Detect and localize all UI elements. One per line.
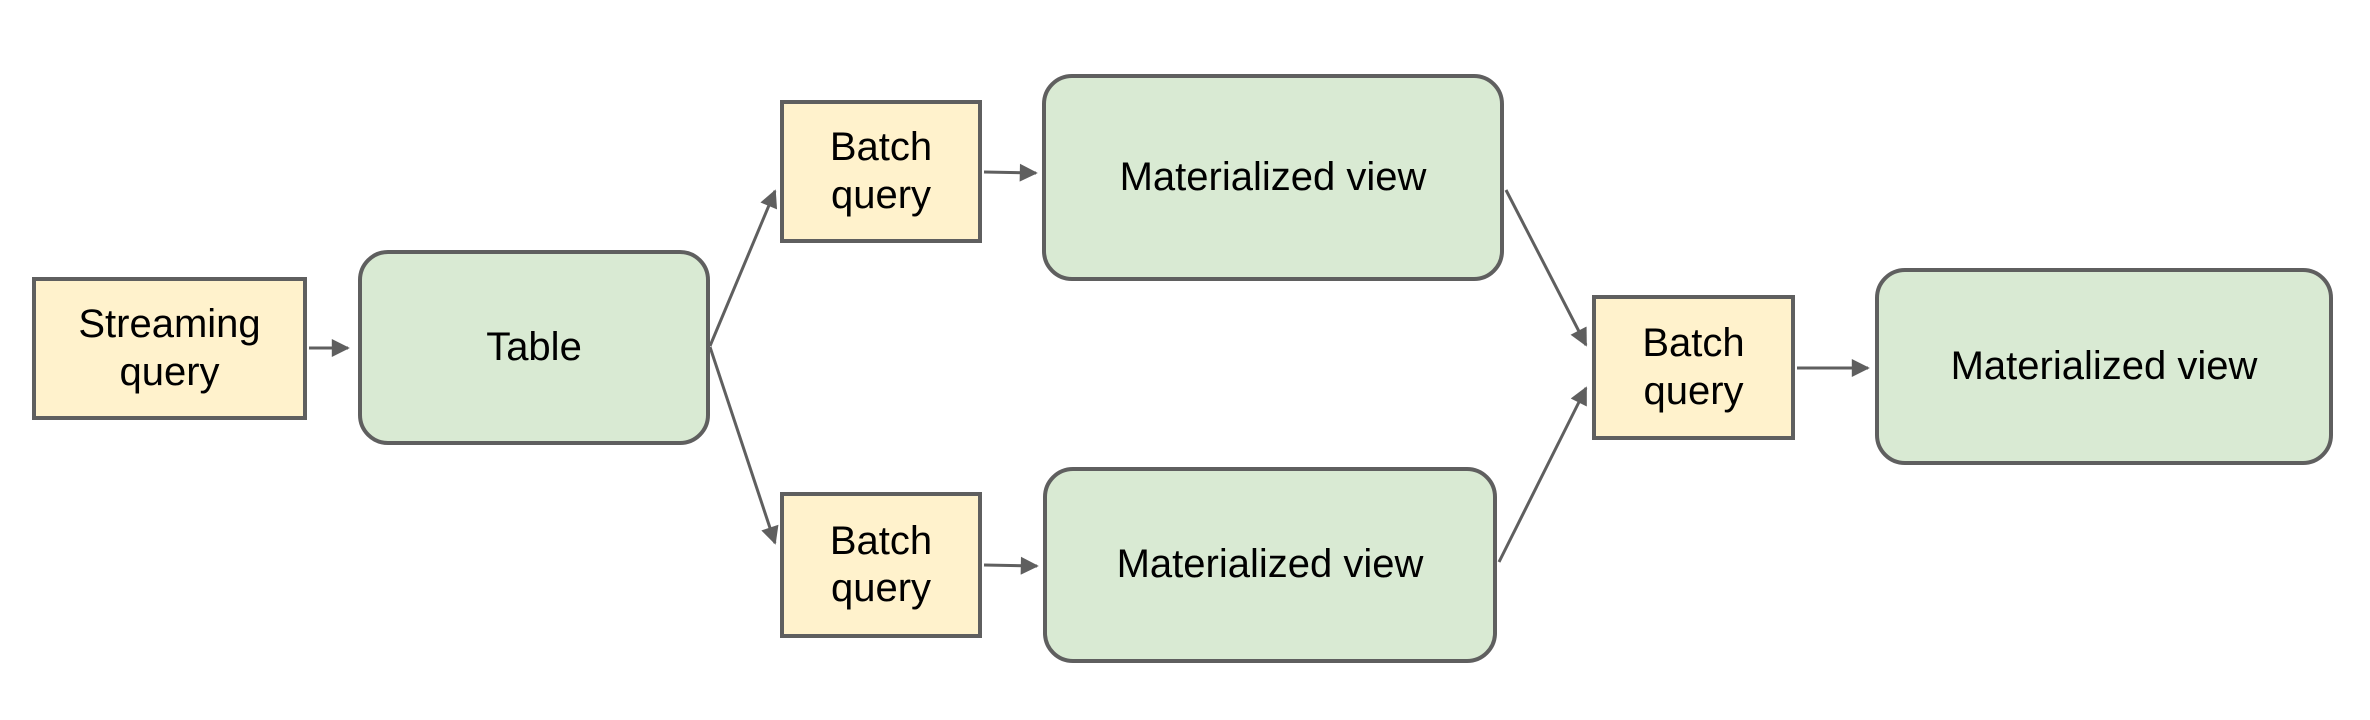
edge-table-to-batch-query-bottom — [708, 346, 779, 545]
edge-materialized-view-bottom-to-batch-query-right — [1497, 386, 1588, 563]
node-batch-query-right: Batch query — [1592, 295, 1795, 440]
node-streaming-query-label: Streaming query — [78, 302, 261, 394]
node-batch-query-top-label: Batch query — [829, 125, 933, 217]
node-streaming-query: Streaming query — [32, 277, 307, 420]
node-materialized-view-top: Materialized view — [1042, 74, 1504, 281]
node-materialized-view-right: Materialized view — [1875, 268, 2333, 465]
node-batch-query-bottom: Batch query — [780, 492, 982, 638]
edge-materialized-view-top-to-batch-query-right — [1504, 189, 1588, 347]
node-materialized-view-top-label: Materialized view — [1119, 154, 1427, 199]
node-batch-query-right-label: Batch query — [1642, 321, 1745, 413]
node-batch-query-bottom-label: Batch query — [829, 518, 933, 610]
node-materialized-view-bottom: Materialized view — [1043, 467, 1497, 663]
edge-batch-query-top-to-materialized-view-top — [983, 163, 1038, 182]
node-batch-query-top: Batch query — [780, 100, 982, 243]
edge-batch-query-bottom-to-materialized-view-bottom — [983, 556, 1039, 575]
edge-table-to-batch-query-top — [708, 189, 778, 347]
node-table: Table — [358, 250, 710, 445]
node-table-label: Table — [486, 324, 582, 369]
node-materialized-view-right-label: Materialized view — [1950, 343, 2258, 388]
node-materialized-view-bottom-label: Materialized view — [1116, 542, 1424, 587]
